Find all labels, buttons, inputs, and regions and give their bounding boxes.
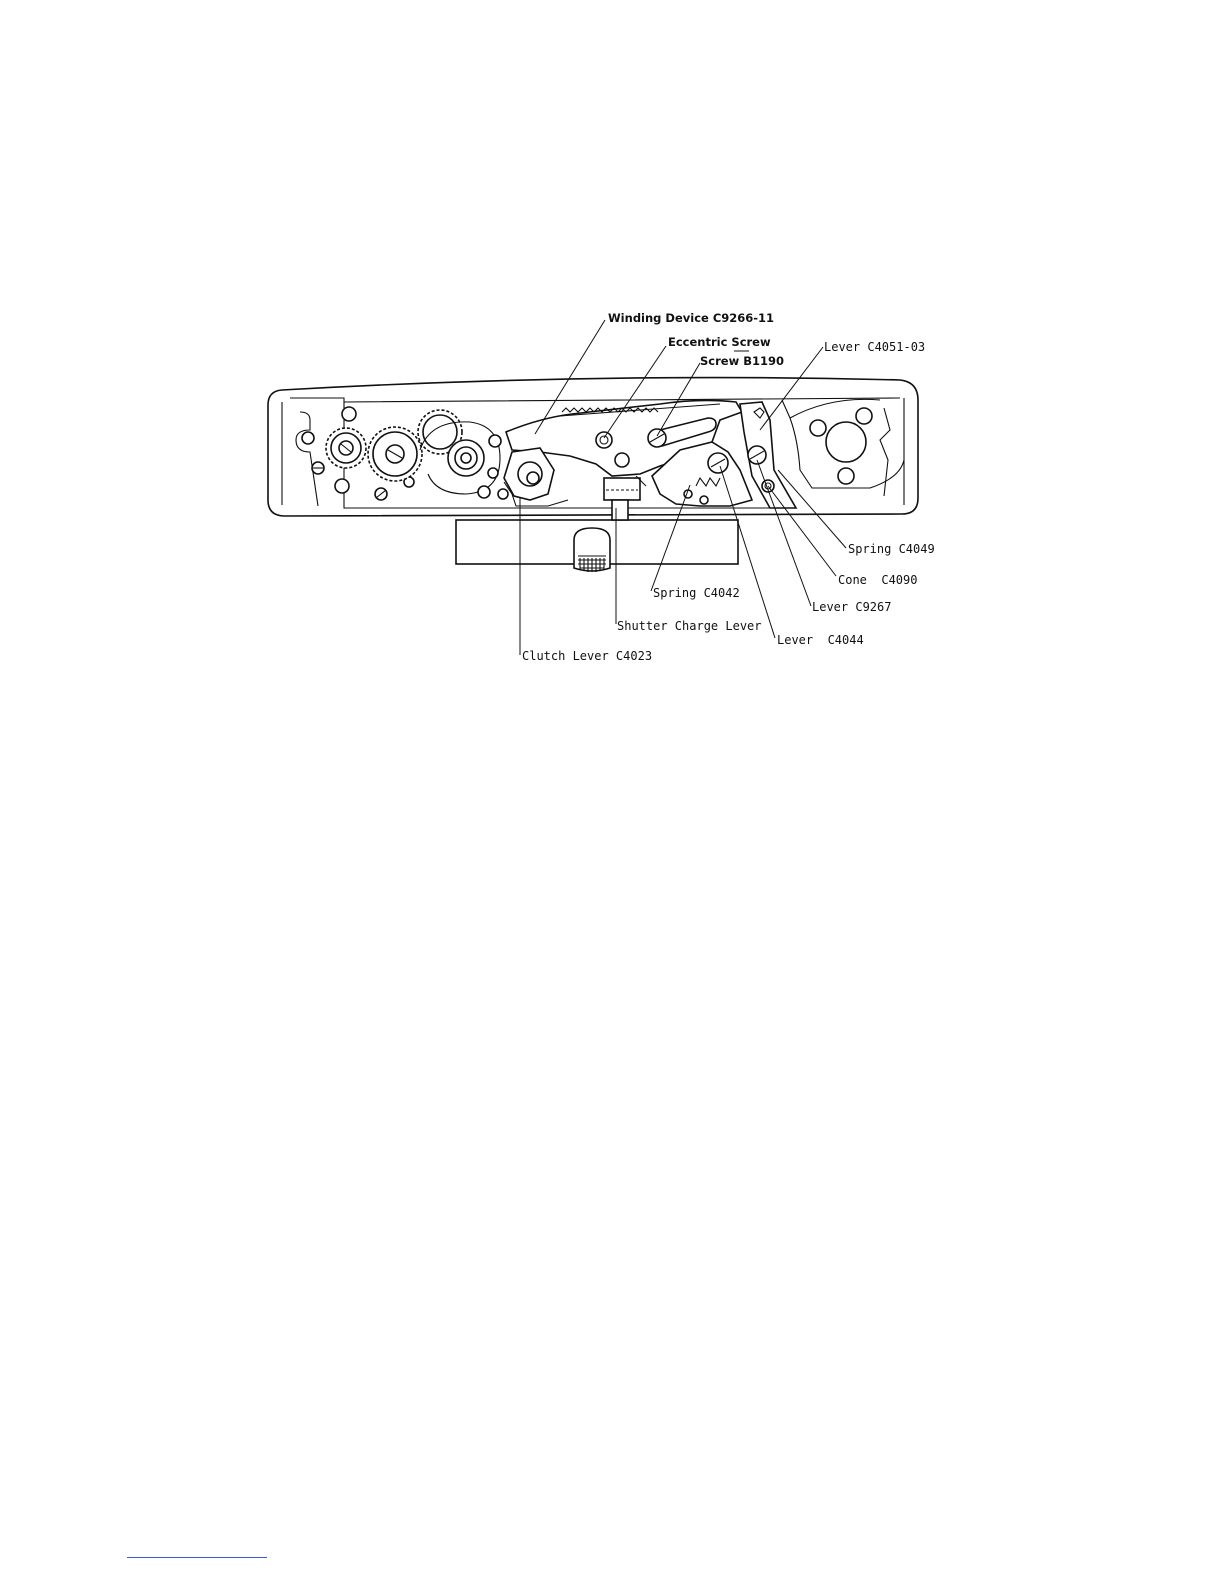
shutter-charge-lever <box>604 476 646 520</box>
label-cone-c4090: Cone C4090 <box>838 573 917 587</box>
label-lever-c9267: Lever C9267 <box>812 600 891 614</box>
label-lever-c4051: Lever C4051-03 <box>824 340 925 354</box>
label-winding-device: Winding Device C9266-11 <box>608 311 774 325</box>
gear-train <box>326 410 508 499</box>
label-clutch-lever: Clutch Lever C4023 <box>522 649 652 663</box>
label-shutter-charge-lever: Shutter Charge Lever <box>617 619 762 633</box>
label-spring-c4042: Spring C4042 <box>653 586 740 600</box>
bottom-rule <box>127 1557 267 1558</box>
label-spring-c4049: Spring C4049 <box>848 542 935 556</box>
clutch-lever <box>504 448 568 506</box>
base-plate <box>456 520 738 572</box>
label-screw-b1190: Screw B1190 <box>700 354 784 368</box>
label-eccentric-screw: Eccentric Screw <box>668 335 771 349</box>
label-lever-c4044: Lever C4044 <box>777 633 864 647</box>
